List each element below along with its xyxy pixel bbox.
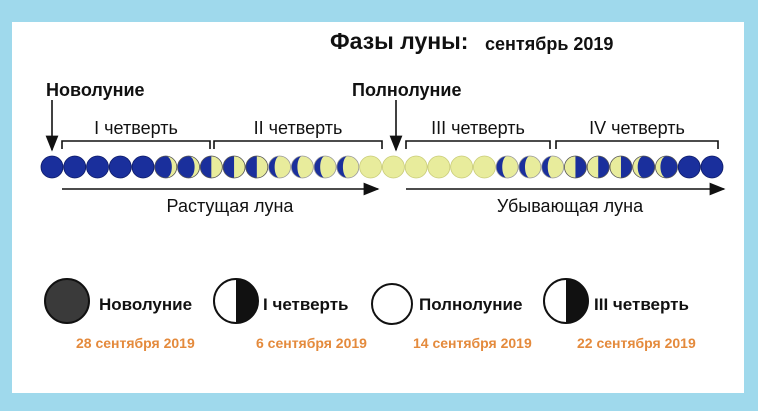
legend-date-full-moon: 14 сентября 2019	[413, 335, 532, 351]
legend-date-first-quarter: 6 сентября 2019	[256, 335, 367, 351]
quarter-2-label: II четверть	[253, 118, 343, 138]
quarter-3-label: III четверть	[431, 118, 525, 138]
page-subtitle: сентябрь 2019	[485, 34, 614, 54]
moon-phase-gibbous	[268, 155, 291, 179]
moon-phase-crescent	[655, 155, 678, 179]
legend-name-third-quarter: III четверть	[594, 295, 689, 314]
moon-phase-new	[108, 155, 132, 179]
moon-phase-first-quarter	[199, 155, 223, 179]
moon-phase-full	[381, 155, 405, 179]
waxing-label: Растущая луна	[166, 196, 294, 216]
moon-phase-new	[63, 155, 87, 179]
waning-label: Убывающая луна	[496, 196, 644, 216]
moon-phase-new-crescent	[154, 155, 178, 179]
moon-phase-new	[700, 155, 724, 179]
moon-phase-new	[40, 155, 64, 179]
moon-phase-new	[86, 155, 109, 179]
moon-phase-row	[40, 155, 724, 179]
moon-phase-gibbous	[290, 155, 314, 179]
full-moon-marker-label: Полнолуние	[352, 80, 462, 100]
moon-phase-full	[359, 155, 383, 179]
moon-phase-new	[677, 155, 701, 179]
moon-phase-third-quarter	[564, 155, 587, 179]
moon-phase-full	[404, 155, 428, 179]
legend-name-new-moon: Новолуние	[99, 295, 193, 314]
legend-name-first-quarter: I четверть	[263, 295, 349, 314]
moon-phase-third-quarter	[586, 155, 610, 179]
first-quarter-icon	[213, 278, 259, 324]
moon-phase-third-quarter	[609, 155, 633, 179]
quarter-3-bracket	[405, 140, 551, 149]
page-title: Фазы луны:	[330, 28, 469, 54]
new-moon-marker-label: Новолуние	[46, 80, 145, 100]
quarter-1-label: I четверть	[94, 118, 178, 138]
moon-phase-new-crescent	[177, 155, 200, 179]
moon-phase-full	[427, 155, 451, 179]
quarter-4-label: IV четверть	[589, 118, 685, 138]
legend-icons	[44, 278, 589, 325]
moon-phase-gibbous	[495, 155, 519, 179]
new-moon-icon	[44, 278, 90, 324]
moon-phase-full	[450, 155, 474, 179]
moon-phase-first-quarter	[222, 155, 246, 179]
legend-date-third-quarter: 22 сентября 2019	[577, 335, 696, 351]
moon-phase-gibbous	[541, 155, 565, 179]
moon-phase-gibbous	[518, 155, 542, 179]
moon-phase-first-quarter	[245, 155, 269, 179]
moon-phase-full	[473, 155, 496, 179]
legend-name-full-moon: Полнолуние	[419, 295, 523, 314]
moon-phase-gibbous	[336, 155, 360, 179]
quarter-2-bracket	[213, 140, 383, 149]
quarter-1-bracket	[61, 140, 211, 149]
third-quarter-icon	[543, 278, 589, 324]
legend-date-new-moon: 28 сентября 2019	[76, 335, 195, 351]
moon-phase-gibbous	[313, 155, 337, 179]
quarter-4-bracket	[555, 140, 719, 149]
moon-phase-crescent	[632, 155, 656, 179]
diagram-card: Фазы луны: сентябрь 2019	[12, 22, 744, 393]
moon-phase-new	[131, 155, 155, 179]
full-moon-icon	[371, 283, 413, 325]
